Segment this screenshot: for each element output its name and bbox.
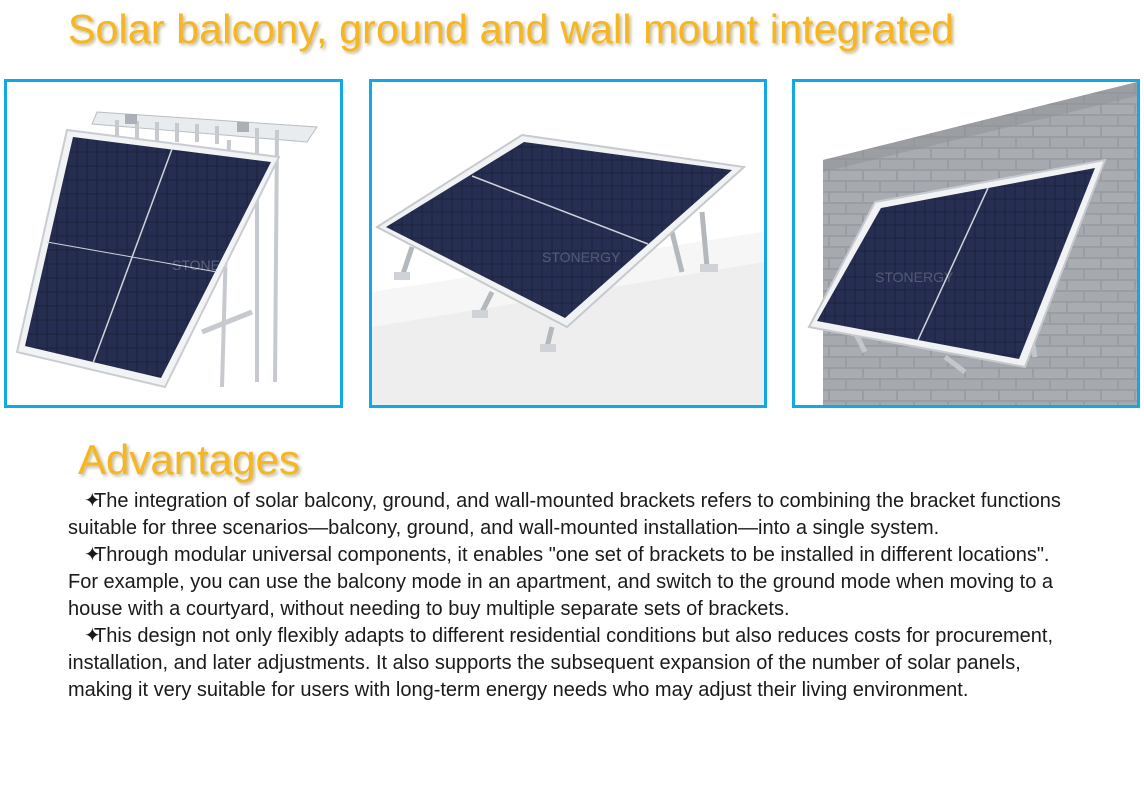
watermark-text: STONERGY (542, 249, 621, 265)
advantage-text: This design not only flexibly adapts to … (68, 625, 1054, 701)
advantage-text: The integration of solar balcony, ground… (68, 490, 1061, 539)
four-point-star-icon: ✦ (84, 490, 101, 512)
ground-mount-illustration: STONERGY (372, 82, 764, 405)
page-title: Solar balcony, ground and wall mount int… (68, 6, 955, 52)
advantages-body: ✦The integration of solar balcony, groun… (68, 488, 1073, 704)
balcony-mount-illustration: STONERGY (7, 82, 340, 405)
watermark-text: STONERGY (172, 257, 251, 273)
advantage-text: Through modular universal components, it… (68, 544, 1054, 620)
advantages-heading: Advantages (78, 436, 300, 483)
advantage-paragraph: ✦This design not only flexibly adapts to… (68, 623, 1073, 704)
advantage-paragraph: ✦Through modular universal components, i… (68, 542, 1073, 623)
watermark-text: STONERGY (875, 269, 954, 285)
wall-mount-illustration: STONERGY (795, 82, 1137, 405)
balcony-mount-image: STONERGY (4, 79, 343, 408)
ground-mount-image: STONERGY (369, 79, 767, 408)
four-point-star-icon: ✦ (84, 625, 101, 647)
advantage-paragraph: ✦The integration of solar balcony, groun… (68, 488, 1073, 542)
wall-mount-image: STONERGY (792, 79, 1140, 408)
four-point-star-icon: ✦ (84, 544, 101, 566)
